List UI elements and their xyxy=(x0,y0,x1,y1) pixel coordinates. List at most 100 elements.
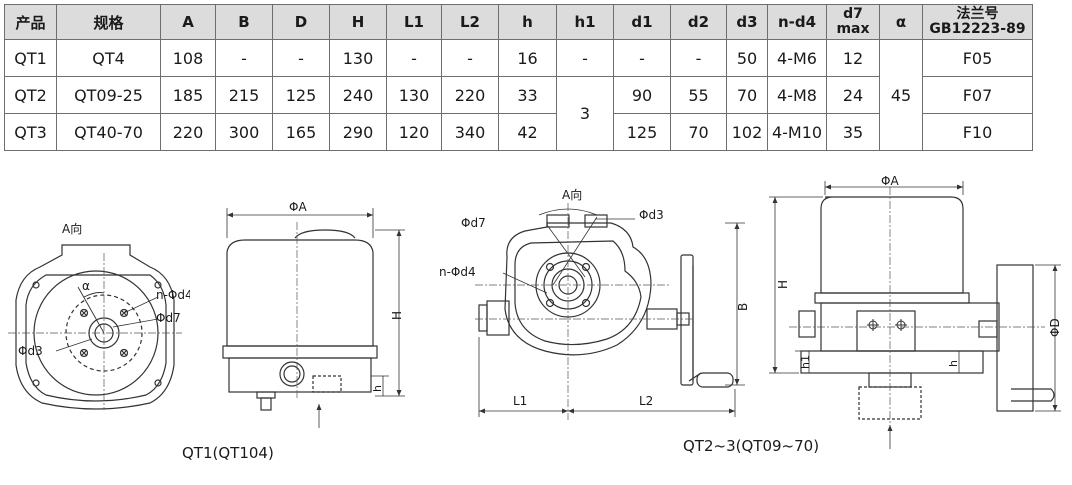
table-cell-h1: 3 xyxy=(556,76,614,151)
header-cell: 规格 xyxy=(56,4,161,40)
drawing-qt1-side-view: ΦA H h xyxy=(205,200,435,435)
table-cell: QT1 xyxy=(4,39,57,77)
table-cell: F10 xyxy=(922,113,1033,151)
header-cell: d1 xyxy=(613,4,671,40)
table-cell: - xyxy=(215,39,273,77)
table-cell: QT4 xyxy=(56,39,161,77)
table-cell: F07 xyxy=(922,76,1033,114)
d3-label: Φd3 xyxy=(18,344,43,358)
dim-b-label: B xyxy=(736,303,750,311)
header-cell: d2 xyxy=(670,4,727,40)
table-cell: 240 xyxy=(329,76,387,114)
caption-qt2-3: QT2~3(QT09~70) xyxy=(683,437,820,455)
table-cell: 215 xyxy=(215,76,273,114)
qt2-3-front-view-svg: A向 Φd7 Φd3 n-Φd4 B L1 L2 xyxy=(439,187,750,420)
table-cell: QT09-25 xyxy=(56,76,161,114)
table-cell: 70 xyxy=(670,113,727,151)
table-cell: 55 xyxy=(670,76,727,114)
drawing-qt2-3-side-view: ΦA H h1 h ΦD xyxy=(765,174,1065,455)
table-cell: F05 xyxy=(922,39,1033,77)
caption-qt1: QT1(QT104) xyxy=(182,444,274,462)
table-cell: 50 xyxy=(726,39,768,77)
table-cell: 290 xyxy=(329,113,387,151)
table-row: QT1 QT4 108 - - 130 - - 16 - - - 50 4-M6… xyxy=(4,39,1033,151)
table-cell: 4-M6 xyxy=(767,39,827,77)
table-cell: 16 xyxy=(498,39,557,77)
dim-a-label: ΦA xyxy=(289,200,307,214)
dim-a-label-2: ΦA xyxy=(881,175,899,188)
d7-label: Φd7 xyxy=(156,311,181,325)
header-cell: L2 xyxy=(441,4,499,40)
table-cell: 220 xyxy=(441,76,499,114)
table-cell: 90 xyxy=(613,76,671,114)
header-d7-line2: max xyxy=(836,21,870,37)
table-cell: 120 xyxy=(386,113,442,151)
table-cell: - xyxy=(670,39,727,77)
table-cell: QT2 xyxy=(4,76,57,114)
n-d4-label: n-Φd4 xyxy=(156,288,190,302)
header-cell: L1 xyxy=(386,4,442,40)
header-flange-line2: GB12223-89 xyxy=(929,21,1026,37)
n-d4-label-2: n-Φd4 xyxy=(439,265,476,279)
table-cell: 130 xyxy=(329,39,387,77)
table-cell: 165 xyxy=(272,113,330,151)
table-cell: 12 xyxy=(826,39,880,77)
drawing-qt1-a-view: A向 α n-Φd4 Φd7 Φd3 xyxy=(0,215,193,420)
table-header-row: 产品 规格 A B D H L1 L2 h h1 d1 d2 d3 n-d4 d… xyxy=(4,4,1033,40)
table-cell: - xyxy=(441,39,499,77)
dim-h1-label: h1 xyxy=(799,355,812,369)
alpha-label: α xyxy=(82,279,90,293)
header-cell: D xyxy=(272,4,330,40)
dim-h-small-label: h xyxy=(371,385,384,392)
table-cell: 220 xyxy=(160,113,216,151)
header-cell: h1 xyxy=(556,4,614,40)
drawing-qt2-3-front-view: A向 Φd7 Φd3 n-Φd4 B L1 L2 xyxy=(435,185,755,425)
header-cell: d3 xyxy=(726,4,768,40)
header-d7-line1: d7 xyxy=(843,6,863,22)
table-cell: 185 xyxy=(160,76,216,114)
table-cell: 102 xyxy=(726,113,768,151)
table-cell: - xyxy=(272,39,330,77)
header-cell: α xyxy=(879,4,923,40)
table-cell: 4-M10 xyxy=(767,113,827,151)
dim-l2-label: L2 xyxy=(639,394,653,408)
dim-h-label-2: H xyxy=(776,280,790,289)
table-cell: 4-M8 xyxy=(767,76,827,114)
table-cell: 108 xyxy=(160,39,216,77)
header-cell: H xyxy=(329,4,387,40)
table-row: QT3 QT40-70 220 300 165 290 120 340 42 1… xyxy=(4,113,1033,151)
qt1-side-view-svg: ΦA H h xyxy=(222,200,405,428)
d3-label-2: Φd3 xyxy=(639,208,664,222)
table-cell: QT40-70 xyxy=(56,113,161,151)
dim-d-label: ΦD xyxy=(1048,318,1062,337)
table-cell: 70 xyxy=(726,76,768,114)
table-cell: - xyxy=(386,39,442,77)
table-cell: 130 xyxy=(386,76,442,114)
qt1-a-view-svg: A向 α n-Φd4 Φd7 Φd3 xyxy=(8,221,193,410)
header-cell: 产品 xyxy=(4,4,57,40)
table-cell: - xyxy=(613,39,671,77)
table-cell: 33 xyxy=(498,76,557,114)
header-cell: h xyxy=(498,4,557,40)
table-cell: 125 xyxy=(613,113,671,151)
table-cell: 300 xyxy=(215,113,273,151)
dim-l1-label: L1 xyxy=(513,394,527,408)
spec-table: 产品 规格 A B D H L1 L2 h h1 d1 d2 d3 n-d4 d… xyxy=(4,4,1033,151)
bolt-hole-icon xyxy=(79,308,129,358)
header-flange-line1: 法兰号 xyxy=(956,6,999,22)
table-cell-alpha: 45 xyxy=(879,39,923,151)
table-cell: QT3 xyxy=(4,113,57,151)
header-cell: A xyxy=(160,4,216,40)
dim-h-label: H xyxy=(390,311,404,320)
table-cell: 24 xyxy=(826,76,880,114)
d7-label-2: Φd7 xyxy=(461,216,486,230)
a-view-label: A向 xyxy=(62,221,82,236)
header-cell: B xyxy=(215,4,273,40)
table-cell: 125 xyxy=(272,76,330,114)
a-view-label-2: A向 xyxy=(562,187,582,202)
table-row: QT2 QT09-25 185 215 125 240 130 220 33 3… xyxy=(4,76,1033,151)
header-cell: n-d4 xyxy=(767,4,827,40)
qt2-3-side-view-svg: ΦA H h1 h ΦD xyxy=(769,174,1062,449)
